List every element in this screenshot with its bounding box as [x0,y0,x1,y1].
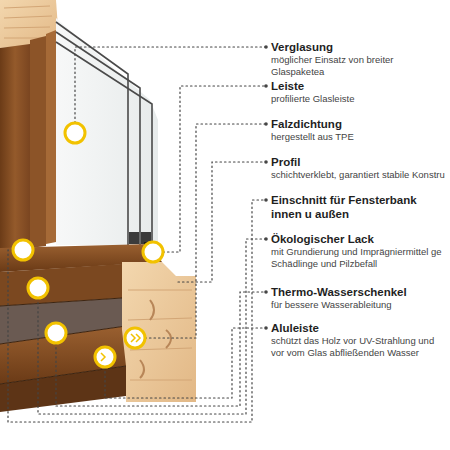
part-description: hergestellt aus TPE [271,131,447,143]
band-edges [0,298,126,384]
glazing [56,18,158,245]
leader-dots [264,45,268,330]
callout-marker [13,123,163,367]
part-name: Einschnitt für Fensterbank innen u außen [271,193,447,221]
grain-lines [4,6,52,38]
vertical-frame [0,44,30,262]
part-description: für bessere Wasserableitung [271,299,447,311]
part-name: Ökologischer Lack [271,232,447,246]
aluminium-strip [0,366,126,412]
part-name: Verglasung [271,40,447,54]
part-name: Thermo-Wasserschenkel [271,285,447,299]
glass-panes [56,22,152,245]
part-description: schichtverklebt, garantiert stabile Kons… [271,169,447,181]
leader-lines [8,47,265,422]
part-description: profilierte Glasleiste [271,93,447,105]
end-grain [122,262,196,402]
part-name: Profil [271,155,447,169]
part-name: Leiste [271,79,447,93]
glass-bead [46,30,56,244]
part-description: schützt das Holz vor UV-Strahlung und vo… [271,335,447,358]
part-description: mit Grundierung und Imprägniermittel ge … [271,246,447,269]
grain-lines [128,290,192,380]
part-description: möglicher Einsatz von breiter Glaspakete… [271,54,447,77]
marker-arrows [101,334,140,361]
part-name: Aluleiste [271,321,447,335]
part-name: Falzdichtung [271,117,447,131]
vertical-sash [30,36,46,248]
